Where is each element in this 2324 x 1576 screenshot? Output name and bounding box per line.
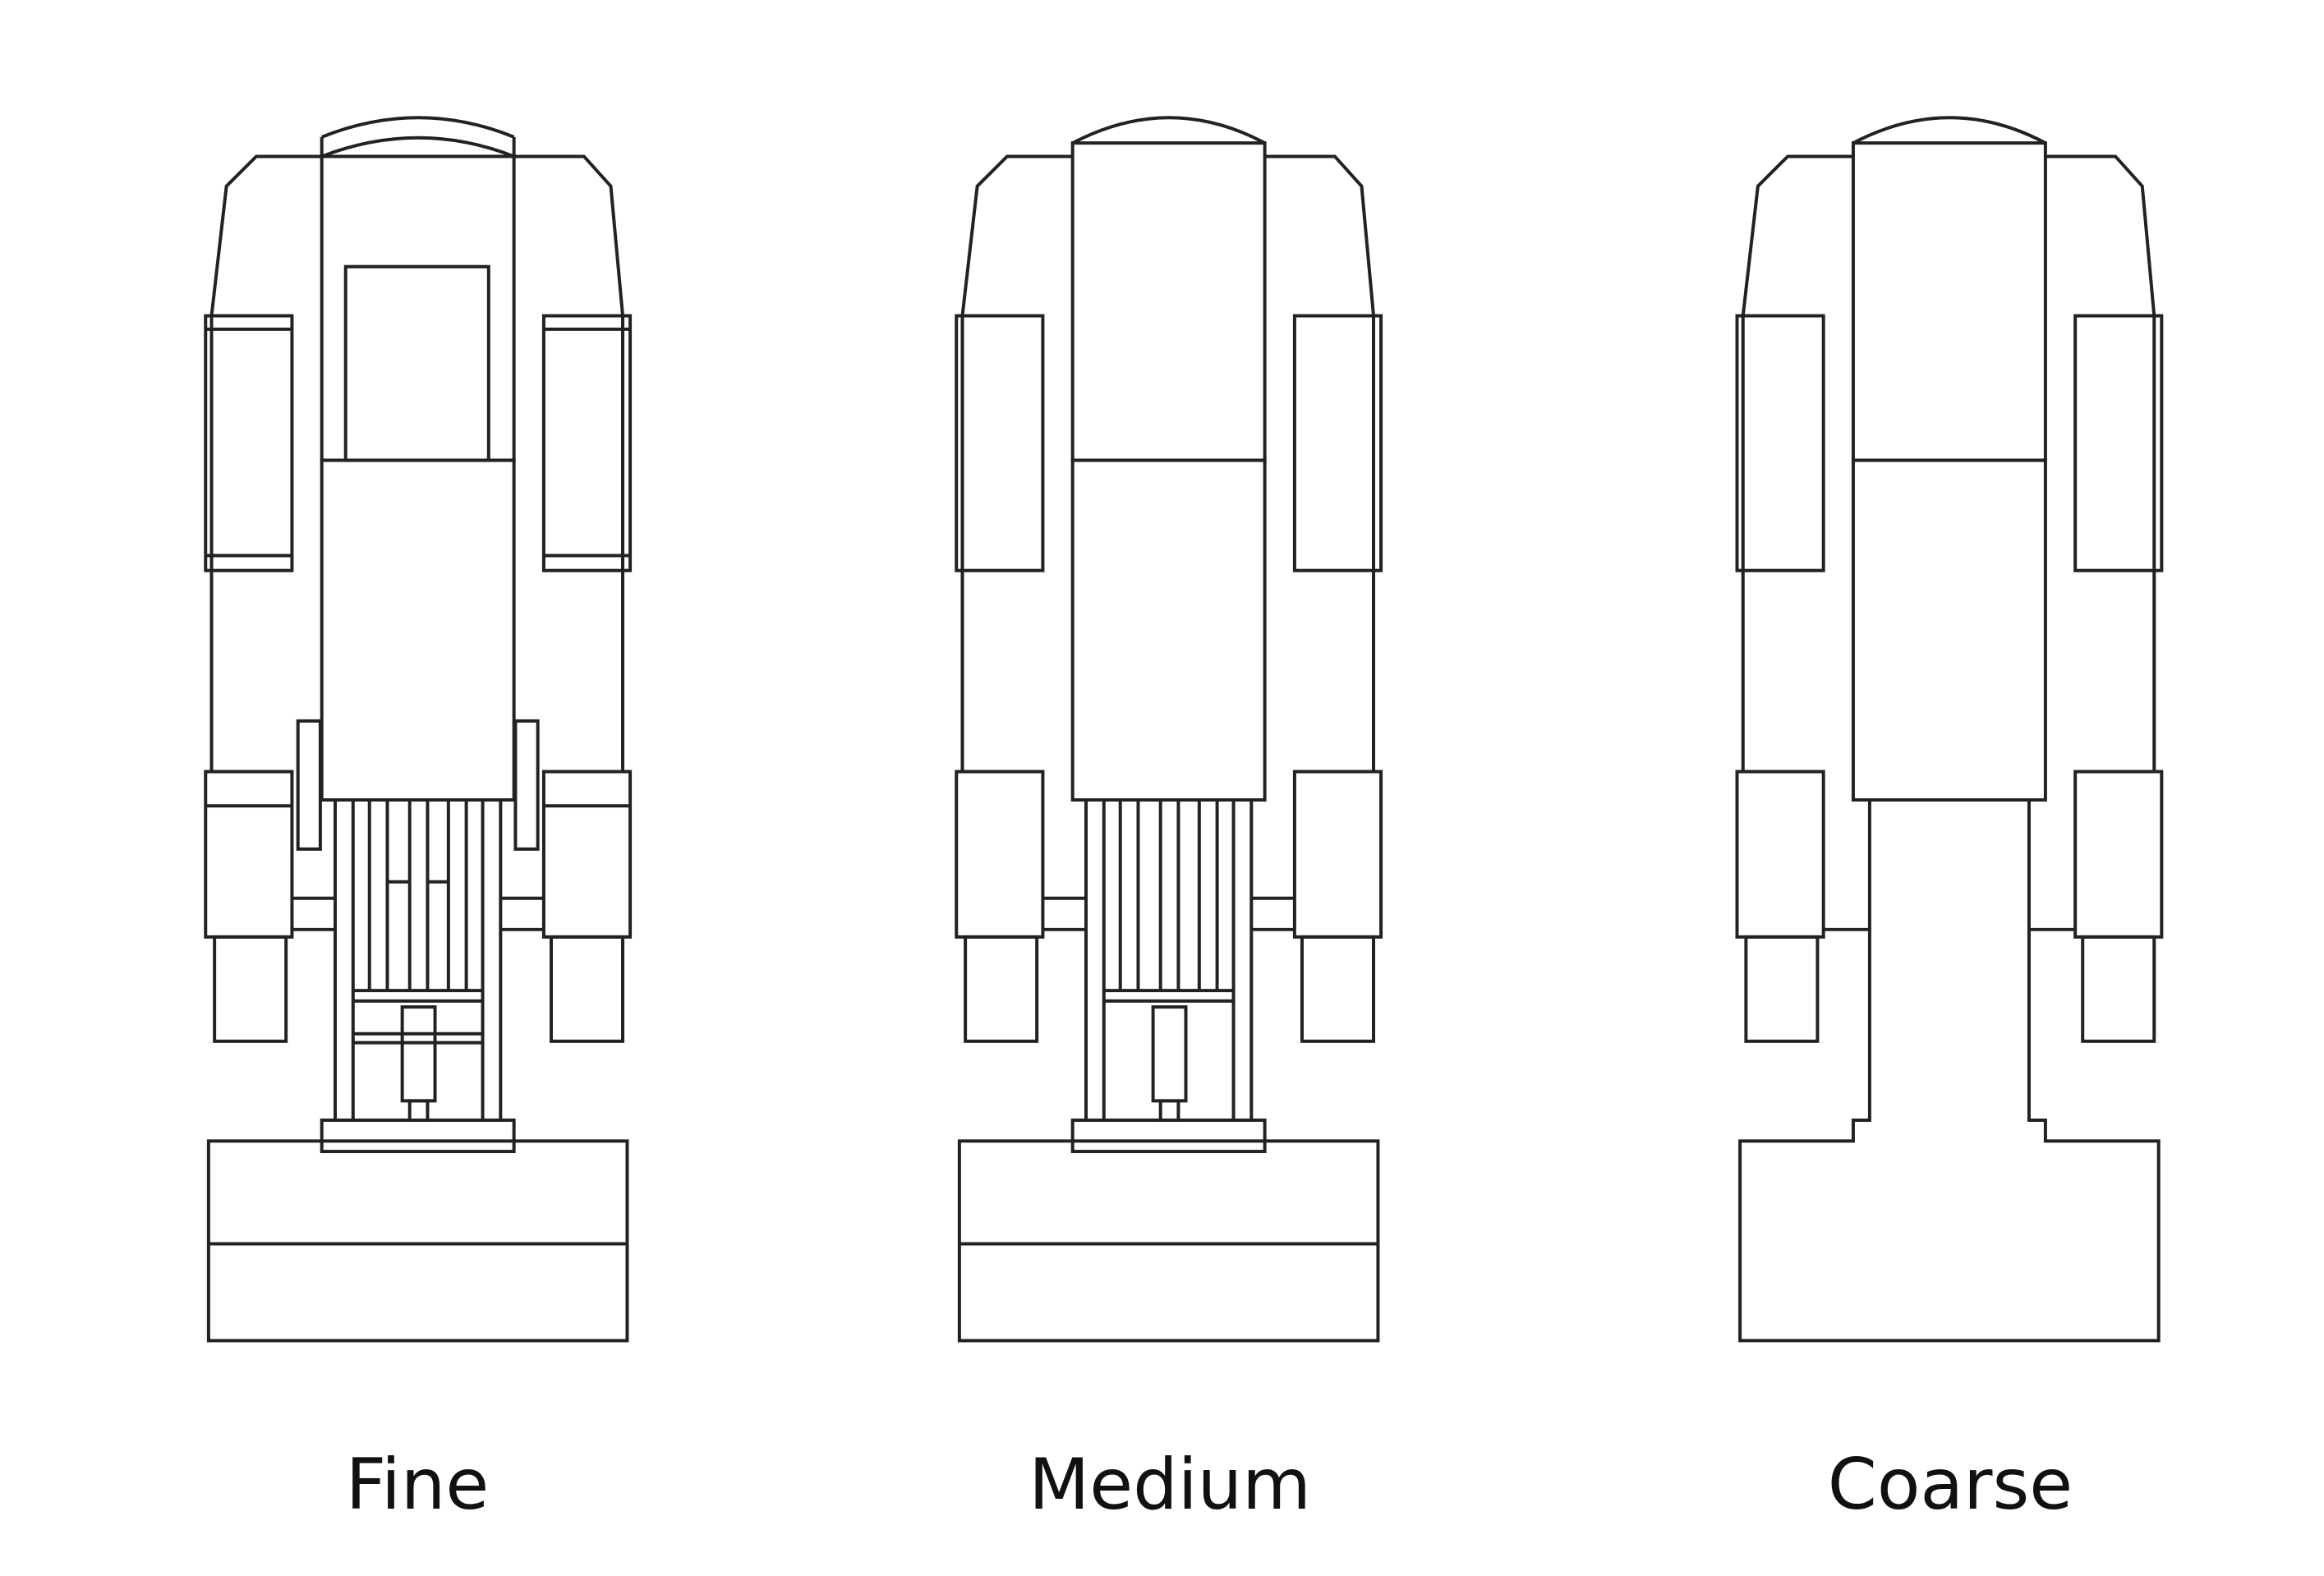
label-medium: Medium	[1029, 1444, 1311, 1526]
left-foot	[213, 935, 288, 1043]
right-foot	[2081, 935, 2156, 1043]
display-window	[343, 264, 490, 462]
body-upper	[1851, 141, 2047, 462]
right-foot	[549, 935, 625, 1043]
body-lower	[320, 458, 516, 802]
right-foot	[1300, 935, 1376, 1043]
right-upper-housing	[2045, 154, 2156, 772]
top-arch	[1852, 116, 2046, 145]
top-arch-inner	[320, 136, 515, 159]
body-lower	[1851, 458, 2047, 802]
right-bracket	[513, 719, 540, 851]
lower-column-base	[1738, 800, 2161, 1343]
body-upper	[1070, 141, 1267, 462]
top-arch	[1071, 116, 1266, 145]
label-fine: Fine	[345, 1444, 490, 1526]
piston	[1151, 1005, 1188, 1103]
base-block	[206, 1139, 629, 1343]
base-plate	[320, 1118, 516, 1154]
left-foot	[1744, 935, 1820, 1043]
left-pad	[204, 314, 294, 572]
left-bracket	[296, 719, 322, 851]
left-foot	[964, 935, 1039, 1043]
base-plate	[1070, 1118, 1267, 1154]
left-pad	[955, 314, 1045, 572]
right-pad	[541, 314, 633, 572]
robot-fine	[204, 116, 633, 1343]
body-upper	[320, 154, 516, 462]
label-coarse: Coarse	[1827, 1444, 2073, 1526]
right-wheel-block	[541, 770, 633, 939]
robot-coarse	[1735, 116, 2164, 1343]
left-upper-housing	[1741, 154, 1853, 772]
right-wheel-block	[1292, 770, 1383, 939]
piston	[400, 1005, 437, 1103]
left-pad	[1735, 314, 1825, 572]
base-block	[957, 1139, 1380, 1343]
left-upper-housing	[209, 154, 322, 772]
left-wheel-block	[955, 770, 1045, 939]
right-pad	[2073, 314, 2164, 572]
right-upper-housing	[1264, 154, 1376, 772]
right-upper-housing	[513, 154, 625, 772]
robot-medium	[955, 116, 1383, 1343]
left-upper-housing	[960, 154, 1073, 772]
right-pad	[1292, 314, 1383, 572]
left-wheel-block	[1735, 770, 1825, 939]
left-wheel-block	[204, 770, 294, 939]
top-arch	[320, 116, 515, 139]
right-wheel-block	[2073, 770, 2164, 939]
body-lower	[1070, 458, 1267, 802]
